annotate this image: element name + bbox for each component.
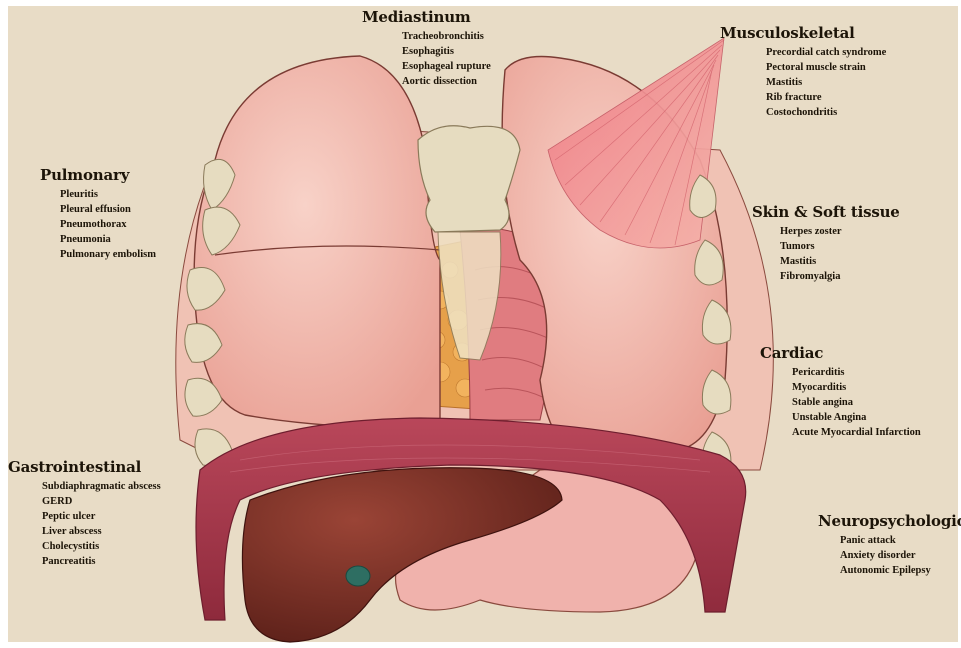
list-item: Mastitis (766, 75, 886, 90)
list-item: Pleuritis (60, 187, 156, 202)
label-group-cardiac: Cardiac Pericarditis Myocarditis Stable … (760, 344, 921, 440)
list-item: Esophagitis (402, 44, 491, 59)
label-group-skin-soft-tissue: Skin & Soft tissue Herpes zoster Tumors … (752, 203, 900, 284)
list-item: Tumors (780, 239, 900, 254)
item-list: Panic attack Anxiety disorder Autonomic … (818, 533, 961, 578)
list-item: Costochondritis (766, 105, 886, 120)
list-item: Aortic dissection (402, 74, 491, 89)
item-list: Pleuritis Pleural effusion Pneumothorax … (40, 187, 156, 262)
list-item: Cholecystitis (42, 539, 161, 554)
list-item: Autonomic Epilepsy (840, 563, 961, 578)
list-item: Mastitis (780, 254, 900, 269)
group-title: Neuropsychological (818, 512, 961, 530)
group-title: Skin & Soft tissue (752, 203, 900, 221)
list-item: Pancreatitis (42, 554, 161, 569)
list-item: Rib fracture (766, 90, 886, 105)
item-list: Tracheobronchitis Esophagitis Esophageal… (362, 29, 491, 89)
list-item: Pneumonia (60, 232, 156, 247)
list-item: Anxiety disorder (840, 548, 961, 563)
list-item: Herpes zoster (780, 224, 900, 239)
item-list: Pericarditis Myocarditis Stable angina U… (760, 365, 921, 440)
list-item: Pectoral muscle strain (766, 60, 886, 75)
list-item: Acute Myocardial Infarction (792, 425, 921, 440)
list-item: Esophageal rupture (402, 59, 491, 74)
label-group-neuropsychological: Neuropsychological Panic attack Anxiety … (818, 512, 961, 578)
label-group-pulmonary: Pulmonary Pleuritis Pleural effusion Pne… (40, 166, 156, 262)
list-item: Subdiaphragmatic abscess (42, 479, 161, 494)
list-item: Panic attack (840, 533, 961, 548)
group-title: Cardiac (760, 344, 921, 362)
list-item: Pneumothorax (60, 217, 156, 232)
list-item: Peptic ulcer (42, 509, 161, 524)
list-item: Pericarditis (792, 365, 921, 380)
group-title: Pulmonary (40, 166, 156, 184)
group-title: Gastrointestinal (8, 458, 161, 476)
sternum-manubrium (418, 126, 520, 232)
item-list: Subdiaphragmatic abscess GERD Peptic ulc… (8, 479, 161, 569)
list-item: Stable angina (792, 395, 921, 410)
group-title: Mediastinum (362, 8, 491, 26)
label-group-musculoskeletal: Musculoskeletal Precordial catch syndrom… (720, 24, 886, 120)
list-item: Myocarditis (792, 380, 921, 395)
group-title: Musculoskeletal (720, 24, 886, 42)
label-group-gastrointestinal: Gastrointestinal Subdiaphragmatic absces… (8, 458, 161, 569)
label-group-mediastinum: Mediastinum Tracheobronchitis Esophagiti… (362, 8, 491, 89)
list-item: GERD (42, 494, 161, 509)
list-item: Unstable Angina (792, 410, 921, 425)
list-item: Precordial catch syndrome (766, 45, 886, 60)
list-item: Pulmonary embolism (60, 247, 156, 262)
list-item: Pleural effusion (60, 202, 156, 217)
list-item: Tracheobronchitis (402, 29, 491, 44)
list-item: Fibromyalgia (780, 269, 900, 284)
gallbladder (346, 566, 370, 586)
item-list: Precordial catch syndrome Pectoral muscl… (720, 45, 886, 120)
item-list: Herpes zoster Tumors Mastitis Fibromyalg… (752, 224, 900, 284)
list-item: Liver abscess (42, 524, 161, 539)
